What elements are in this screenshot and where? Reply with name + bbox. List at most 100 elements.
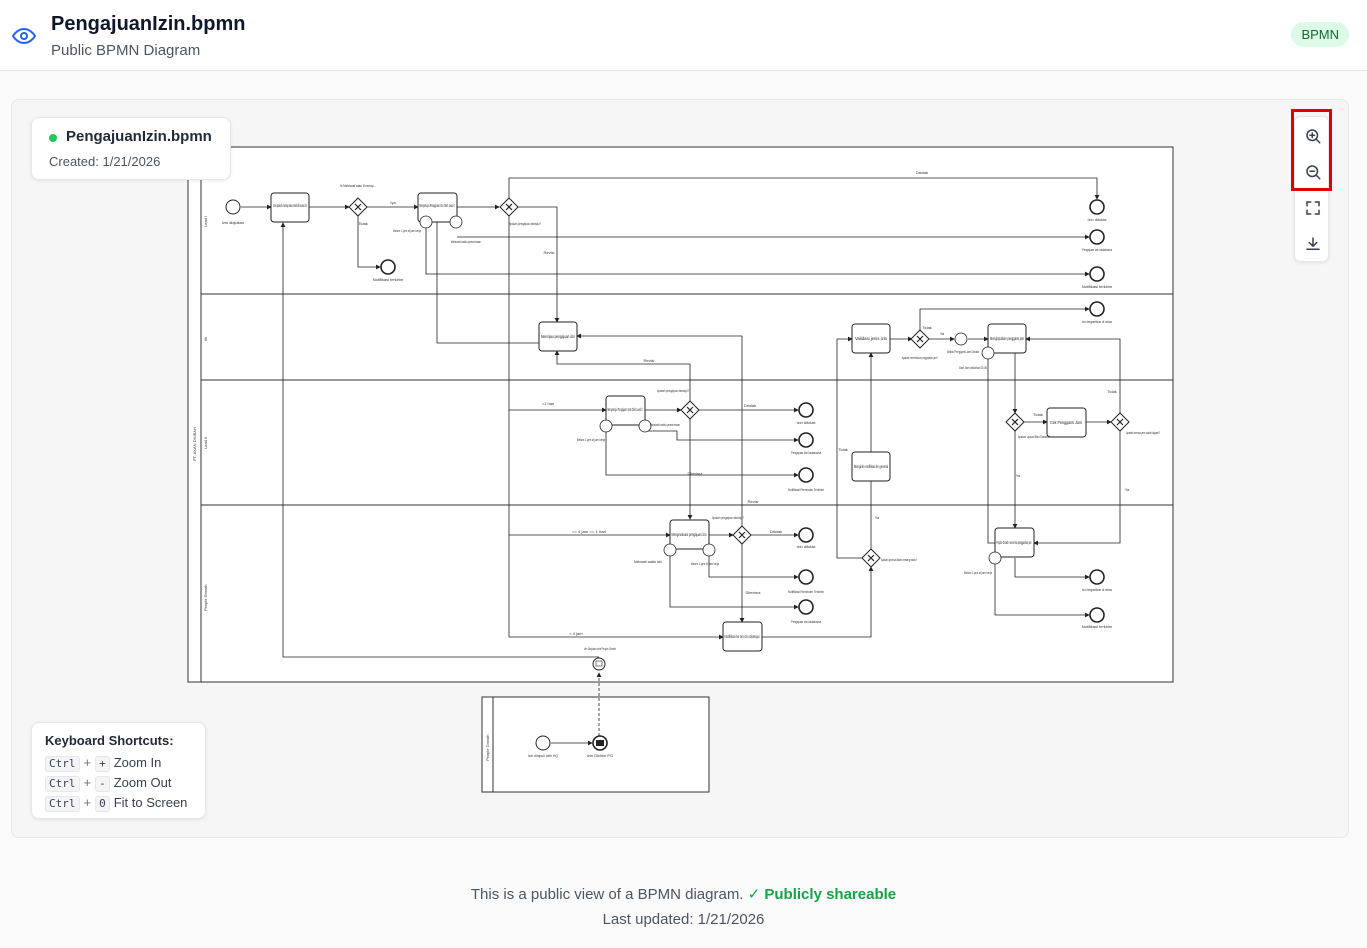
- task-label: Menginputkan pengganti jam: [990, 336, 1024, 341]
- event-label: Notifikasi Reminder Terkirim: [788, 487, 824, 492]
- pg-start-event[interactable]: [535, 735, 551, 751]
- event-label: Notifikasi terkirim: [1082, 624, 1113, 629]
- shortcut-action: Zoom In: [113, 755, 162, 770]
- end-event[interactable]: [1089, 569, 1105, 585]
- task-approve-lead1[interactable]: [417, 192, 458, 223]
- format-badge: BPMN: [1291, 22, 1349, 47]
- task-label: Validasi jenis izin: [855, 336, 887, 341]
- task-input-replacement[interactable]: [987, 323, 1027, 354]
- task-notify-team[interactable]: [722, 621, 763, 652]
- timer-label: Belum 1 jam di jam kerja: [393, 228, 421, 233]
- timer-event[interactable]: [449, 215, 463, 229]
- timer-label: Belum 1 jam di jam kerja: [964, 570, 992, 575]
- timer-label: Waktu Pengganti Jam Ditolak: [947, 349, 979, 354]
- flow-label: Tidak: [1033, 412, 1043, 417]
- task-label: Menyetujui Pengajuan Izin Oleh Lead II: [608, 407, 643, 412]
- flow-label: Diterima: [688, 471, 704, 476]
- timer-event[interactable]: [988, 551, 1002, 565]
- zoom-out-button[interactable]: [1295, 154, 1330, 190]
- flow-label: Diterima: [746, 590, 762, 595]
- zoom-out-icon: [1305, 165, 1320, 180]
- timer-event[interactable]: [419, 215, 433, 229]
- task-label: Cek apakah overlap atau melebihi kuota i…: [273, 203, 307, 208]
- kbd-key: Ctrl: [45, 756, 80, 772]
- task-check-replacement[interactable]: [1046, 407, 1087, 438]
- end-event[interactable]: [798, 527, 814, 543]
- gateway-label: Apakah pengajuan disetujui?: [657, 388, 689, 393]
- lane-label-3: Lead II: [203, 437, 208, 449]
- flow-label: Tidak: [358, 221, 368, 226]
- end-event[interactable]: [380, 259, 396, 275]
- timer-event[interactable]: [638, 419, 652, 433]
- timer-event[interactable]: [954, 332, 968, 346]
- file-name: PengajuanIzin.bpmn: [66, 128, 212, 145]
- timer-label: Melewati waktu penerimaan: [650, 422, 680, 427]
- flow-label: >1 hari: [542, 401, 554, 406]
- footer-note: This is a public view of a BPMN diagram.…: [0, 885, 1367, 903]
- end-event[interactable]: [798, 569, 814, 585]
- download-icon: [1305, 237, 1320, 250]
- fit-screen-button[interactable]: [1295, 190, 1330, 226]
- lane-label-1: Lead I: [203, 216, 208, 227]
- task-label: Cek Pengganti Jam: [1050, 420, 1082, 425]
- event-label: Pengajuan izin kadaluarsa: [791, 450, 821, 455]
- message-event[interactable]: [592, 657, 606, 671]
- event-label: Izin Diajukan oleh People Growth: [584, 646, 616, 651]
- main-pool: [187, 146, 1174, 683]
- flow-label: Ya: [1125, 487, 1130, 492]
- end-event[interactable]: [1089, 229, 1105, 245]
- pool-label: PT. AKAN DIUBAH: [192, 427, 197, 461]
- task-notify-general[interactable]: [851, 451, 891, 482]
- task-evaluate[interactable]: [669, 519, 710, 550]
- flow-label: Ditolak: [770, 529, 782, 534]
- zoom-controls: [1294, 116, 1329, 262]
- diagram-canvas[interactable]: PT. AKAN DIUBAH Lead I Ilh Lead II Peopl…: [11, 99, 1349, 838]
- end-event[interactable]: [798, 432, 814, 448]
- task-label: Mengirim notifikasi ke general: [854, 464, 888, 469]
- end-event[interactable]: [798, 599, 814, 615]
- flow-label: Ditolak: [916, 170, 928, 175]
- task-label: People Growth menerima penggantian jam: [997, 540, 1032, 545]
- flow-label: Ya: [940, 331, 945, 336]
- flow-label: >= 4 jam <= 1 hari: [572, 529, 606, 534]
- timer-event[interactable]: [599, 419, 613, 433]
- flow-label: Tidak: [1107, 389, 1117, 394]
- end-event[interactable]: [1089, 301, 1105, 317]
- event-label: Notifikasi terkirim: [1082, 284, 1113, 289]
- start-event[interactable]: [225, 199, 241, 215]
- task-approve-lead2[interactable]: [605, 395, 646, 426]
- gateway-label: Apakah Upload Bisa Diakses?: [1018, 434, 1050, 439]
- gateway-label: Is Melewati atau Overlap...: [340, 183, 376, 188]
- event-label: Pengajuan izin kadaluarsa: [791, 619, 821, 624]
- kbd-key: -: [95, 776, 110, 792]
- fit-screen-icon: [1305, 201, 1320, 215]
- end-event[interactable]: [1089, 266, 1105, 282]
- zoom-in-button[interactable]: [1295, 118, 1330, 154]
- bpmn-diagram[interactable]: PT. AKAN DIUBAH Lead I Ilh Lead II Peopl…: [12, 100, 1349, 838]
- download-button[interactable]: [1295, 226, 1330, 262]
- footer-text: This is a public view of a BPMN diagram.: [470, 886, 744, 903]
- zoom-in-icon: [1305, 129, 1320, 144]
- kbd-key: 0: [95, 796, 110, 812]
- status-dot: [49, 134, 57, 142]
- timer-event[interactable]: [702, 543, 716, 557]
- flow-label: Tidak: [922, 325, 932, 330]
- event-label: Izin diajukan: [222, 220, 244, 225]
- event-label: Izin dimpuli oleh HQ: [528, 753, 558, 758]
- task-pg-receive[interactable]: [994, 527, 1035, 558]
- flow-label: < 4 jam: [569, 631, 583, 636]
- end-event[interactable]: [1089, 607, 1105, 623]
- task-check-overlap[interactable]: [270, 192, 310, 223]
- end-event[interactable]: [798, 467, 814, 483]
- task-validate-type[interactable]: [851, 323, 891, 354]
- shortcut-row: Ctrl+-Zoom Out: [45, 774, 172, 792]
- timer-event[interactable]: [981, 346, 995, 360]
- end-event[interactable]: [1089, 199, 1105, 215]
- timer-event[interactable]: [663, 543, 677, 557]
- task-review[interactable]: [538, 321, 578, 352]
- flow-label: Ya: [1016, 473, 1021, 478]
- end-event[interactable]: [798, 402, 814, 418]
- gateway-label: Apakah semua jam sudah diganti?: [1126, 430, 1160, 435]
- gateway-label: Apakah pengajuan disetujui?: [712, 515, 744, 520]
